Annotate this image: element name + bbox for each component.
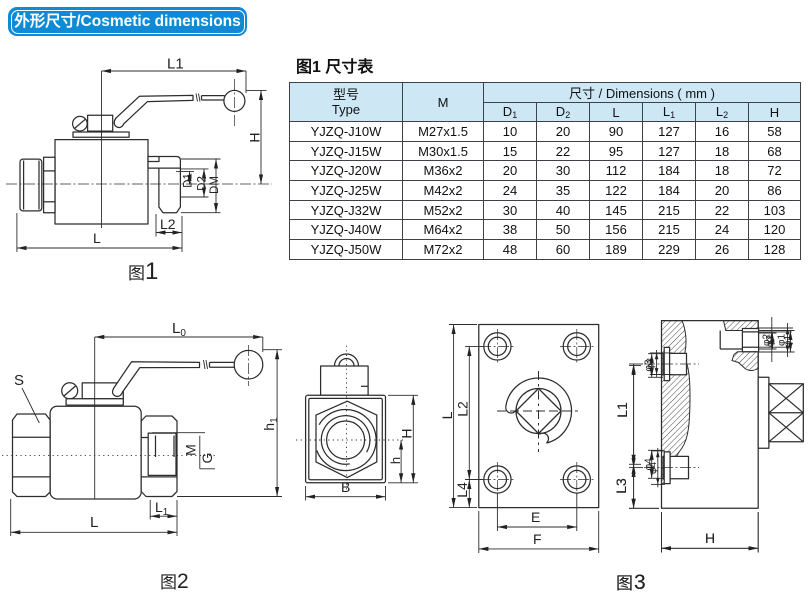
svg-text:H: H [247,132,263,142]
svg-text:D1: D1 [183,173,195,188]
svg-text:φ2: φ2 [762,334,773,346]
svg-text:B: B [341,479,350,495]
svg-text:L1: L1 [167,56,184,73]
svg-text:图: 图 [160,573,177,592]
svg-text:L: L [90,514,98,531]
svg-text:D2: D2 [197,176,209,191]
svg-text:H: H [705,530,715,546]
svg-text:3: 3 [634,571,646,594]
svg-text:L2: L2 [455,401,471,417]
svg-text:φ1: φ1 [777,334,788,346]
svg-text:G: G [199,453,215,464]
svg-text:S: S [14,372,24,389]
svg-text:L4: L4 [454,482,470,498]
svg-text:L1: L1 [155,499,169,518]
svg-text:L: L [439,411,455,419]
svg-text:H: H [399,428,415,438]
svg-text:L1: L1 [614,402,630,418]
svg-text:L3: L3 [613,478,629,494]
svg-text:L1: L1 [614,402,630,418]
svg-text:φ3: φ3 [644,359,655,371]
svg-text:φ2: φ2 [765,335,776,347]
svg-text:图: 图 [616,574,633,593]
svg-text:L0: L0 [172,320,186,339]
svg-text:DM: DM [209,176,221,194]
svg-text:图: 图 [128,264,145,283]
svg-text:H: H [705,530,715,546]
svg-text:h: h [388,457,403,464]
svg-text:L3: L3 [613,478,629,494]
svg-text:E: E [531,509,540,525]
svg-text:φ1: φ1 [783,335,794,347]
svg-text:φ4: φ4 [644,458,655,470]
svg-text:F: F [533,531,542,547]
svg-text:3: 3 [634,571,646,594]
svg-text:1: 1 [145,258,158,285]
svg-text:L2: L2 [160,216,176,232]
svg-text:2: 2 [177,570,189,593]
svg-text:L: L [93,230,101,246]
svg-text:图: 图 [616,574,633,593]
svg-text:M: M [183,444,199,456]
